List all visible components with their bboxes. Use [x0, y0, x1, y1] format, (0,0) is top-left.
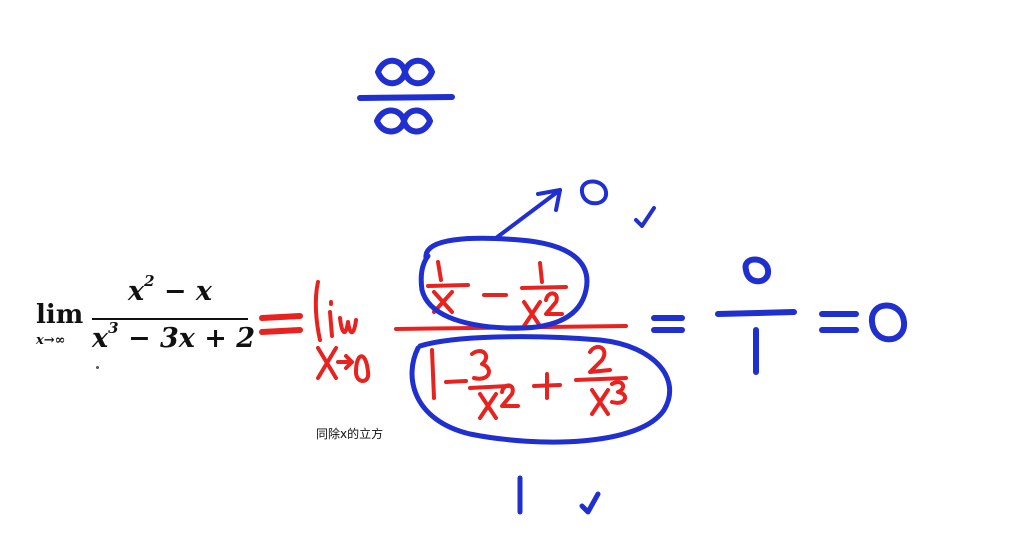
fraction-bar	[92, 318, 248, 320]
red-numerator	[426, 260, 568, 328]
numerator-expression: x2 − x	[127, 272, 213, 307]
handwritten-lim	[313, 280, 371, 383]
lim-subscript: x→∞	[36, 333, 66, 348]
red-denominator	[430, 344, 628, 420]
arrow-to-zero	[494, 179, 656, 240]
stray-dot	[96, 366, 99, 369]
denominator-expression: x3 − 3x + 2	[92, 319, 256, 354]
lim-operator: lim	[36, 300, 84, 330]
infinity-over-infinity	[357, 57, 455, 135]
one-with-check	[517, 475, 601, 515]
equals-sign-1	[259, 313, 303, 335]
result-chain	[651, 256, 907, 375]
annotation-note: 同除x的立方	[316, 427, 384, 441]
